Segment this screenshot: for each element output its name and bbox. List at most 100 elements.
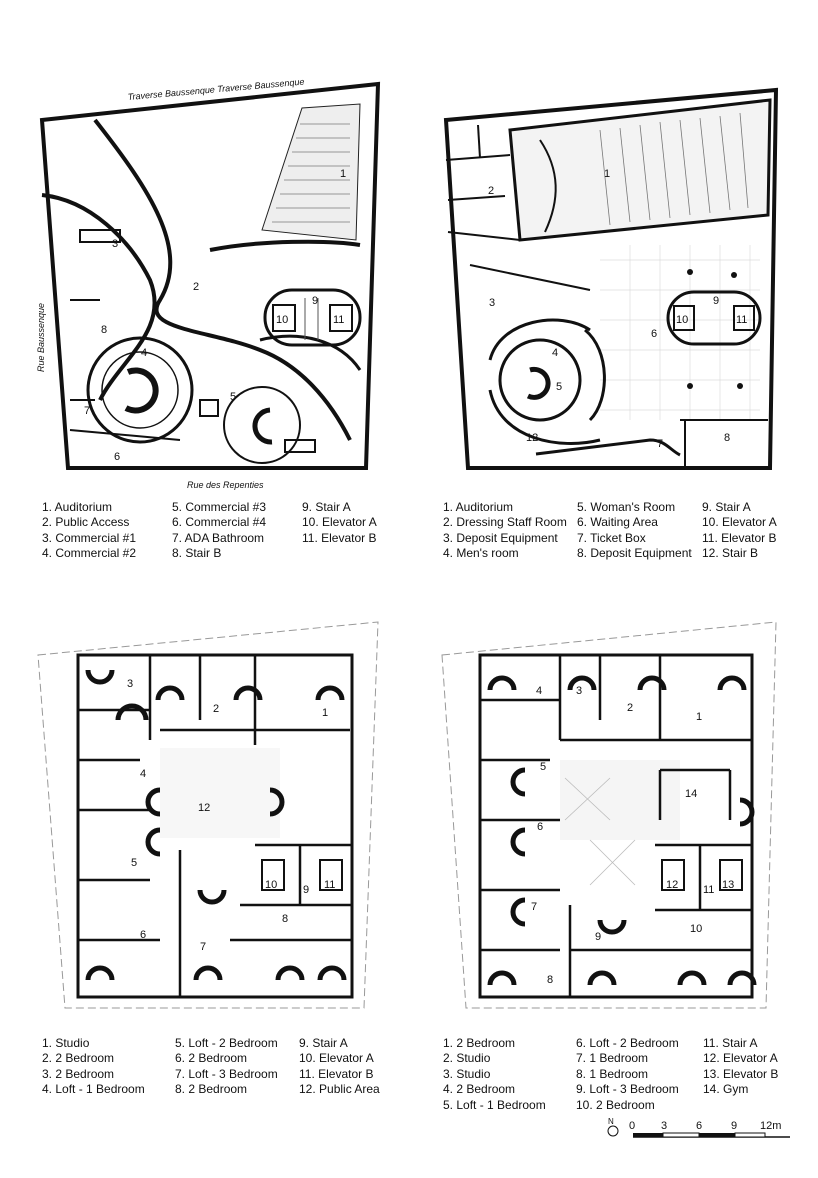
- legend-item: 2. 2 Bedroom: [42, 1051, 115, 1066]
- legend-item: 9. Loft - 3 Bedroom: [576, 1082, 679, 1097]
- plan4-label-12: 12: [666, 879, 678, 891]
- street-bottom: Rue des Repenties: [187, 480, 264, 490]
- plan4-label-7: 7: [531, 901, 537, 913]
- plan1-label-10: 10: [276, 314, 288, 326]
- legend-item: 1. Studio: [42, 1036, 90, 1050]
- plan3-label-11: 11: [324, 879, 335, 891]
- legend-item: 7. Ticket Box: [577, 530, 646, 545]
- plan3-label-8: 8: [282, 913, 288, 925]
- legend-item: 9. Stair A: [299, 1036, 348, 1050]
- legend-item: 4. 2 Bedroom: [443, 1082, 516, 1097]
- plan1-label-9: 9: [312, 295, 318, 307]
- scale-bar: N 0 3 6 9 12m: [607, 1117, 790, 1138]
- plan4-building-outline: [478, 653, 754, 999]
- legend-item: 4. Commercial #2: [42, 546, 137, 561]
- plan2-label-2: 2: [488, 185, 494, 197]
- legend-item: 1. Auditorium: [443, 500, 514, 514]
- plan4-label-11: 11: [703, 884, 714, 896]
- plan3-site-outline: [37, 621, 379, 1009]
- legend-item: 11. Elevator B: [702, 530, 777, 545]
- plan3-building-outline: [76, 653, 354, 999]
- legend-item: 3. Commercial #1: [42, 530, 137, 545]
- legend-item: 6. Loft - 2 Bedroom: [576, 1036, 679, 1050]
- plan4-label-10: 10: [690, 923, 702, 935]
- legend-item: 6. Waiting Area: [577, 515, 658, 530]
- plan4-label-3: 3: [576, 685, 582, 697]
- plan2-label-3: 3: [489, 297, 495, 309]
- legend-item: 11. Elevator B: [299, 1066, 374, 1081]
- plan1-label-8: 8: [101, 324, 107, 336]
- plan4-label-14: 14: [685, 788, 697, 800]
- plan2-label-8: 8: [724, 432, 730, 444]
- plan4-site-outline: [441, 621, 777, 1009]
- plan4-label-6: 6: [537, 821, 543, 833]
- legend-item: 8. Deposit Equipment: [577, 546, 692, 561]
- plan3-label-12: 12: [198, 802, 210, 814]
- legend-item: 6. Commercial #4: [172, 515, 267, 530]
- plan1-label-6: 6: [114, 451, 120, 463]
- plan-first-floor: 1 2 3 4 5 6 7 8 9 10 11 12: [443, 87, 779, 470]
- plan4-label-4: 4: [536, 685, 542, 697]
- plan2-label-7: 7: [657, 438, 663, 450]
- legend-item: 12. Public Area: [299, 1082, 380, 1097]
- plan1-label-2: 2: [193, 281, 199, 293]
- legend-item: 10. Elevator A: [302, 515, 377, 530]
- plan1-outline: [39, 81, 381, 470]
- plan4-label-1: 1: [696, 711, 702, 723]
- legend-item: 3. Deposit Equipment: [443, 530, 558, 545]
- north-arrow-icon: [607, 1125, 619, 1137]
- plan1-label-5: 5: [230, 391, 236, 403]
- plan2-label-11: 11: [736, 314, 747, 326]
- legend-item: 2. Public Access: [42, 515, 130, 530]
- plan2-label-9: 9: [713, 295, 719, 307]
- legend-item: 11. Stair A: [703, 1036, 758, 1050]
- plan3-label-1: 1: [322, 707, 328, 719]
- legend-item: 1. 2 Bedroom: [443, 1036, 516, 1050]
- legend-item: 5. Commercial #3: [172, 500, 267, 514]
- plan3-label-10: 10: [265, 879, 277, 891]
- legend-item: 10. Elevator A: [299, 1051, 374, 1066]
- plan3-label-9: 9: [303, 884, 309, 896]
- legend-item: 14. Gym: [703, 1082, 749, 1097]
- legend-item: 4. Men's room: [443, 546, 519, 561]
- legend-item: 9. Stair A: [302, 500, 351, 514]
- plan3-label-4: 4: [140, 768, 146, 780]
- legend-item: 5. Loft - 2 Bedroom: [175, 1036, 278, 1050]
- plan2-label-6: 6: [651, 328, 657, 340]
- plan-residential-floor-a: 1 2 3 4 5 6 7 8 9 10 11 12: [37, 621, 379, 1009]
- legend-item: 5. Loft - 1 Bedroom: [443, 1097, 546, 1112]
- plan2-label-1: 1: [604, 168, 610, 180]
- legend-item: 12. Elevator A: [703, 1051, 778, 1066]
- plan2-label-12: 12: [526, 432, 538, 444]
- legend-item: 7. ADA Bathroom: [172, 530, 265, 545]
- legend-item: 13. Elevator B: [703, 1066, 779, 1081]
- legend-item: 7. 1 Bedroom: [576, 1051, 649, 1066]
- legend-item: 3. 2 Bedroom: [42, 1066, 115, 1081]
- plan4-label-8: 8: [547, 974, 553, 986]
- legend-item: 10. Elevator A: [702, 515, 777, 530]
- legend-item: 4. Loft - 1 Bedroom: [42, 1082, 145, 1097]
- plan1-label-7: 7: [84, 405, 90, 417]
- street-left: Rue Baussenque: [36, 303, 46, 372]
- plan2-outline: [443, 87, 779, 470]
- legend-item: 3. Studio: [443, 1066, 491, 1081]
- plan4-label-9: 9: [595, 931, 601, 943]
- legend-item: 2. Studio: [443, 1051, 491, 1066]
- plan4-label-2: 2: [627, 702, 633, 714]
- plan3-label-5: 5: [131, 857, 137, 869]
- plan1-label-4: 4: [141, 347, 147, 359]
- legend-item: 5. Woman's Room: [577, 500, 676, 514]
- plan3-label-2: 2: [213, 703, 219, 715]
- legend-item: 1. Auditorium: [42, 500, 113, 514]
- plan4-label-5: 5: [540, 761, 546, 773]
- legend-item: 8. 1 Bedroom: [576, 1066, 649, 1081]
- legend-item: 10. 2 Bedroom: [576, 1097, 655, 1112]
- plan3-label-7: 7: [200, 941, 206, 953]
- scale-tick-6: 6: [696, 1120, 702, 1132]
- plan1-label-1: 1: [340, 168, 346, 180]
- scale-tick-9: 9: [731, 1120, 737, 1132]
- plan4-label-13: 13: [722, 879, 734, 891]
- plan-residential-floor-b: 1 2 3 4 5 6 7 8 9 10 11 12 13 14: [441, 621, 777, 1009]
- scale-tick-3: 3: [661, 1120, 667, 1132]
